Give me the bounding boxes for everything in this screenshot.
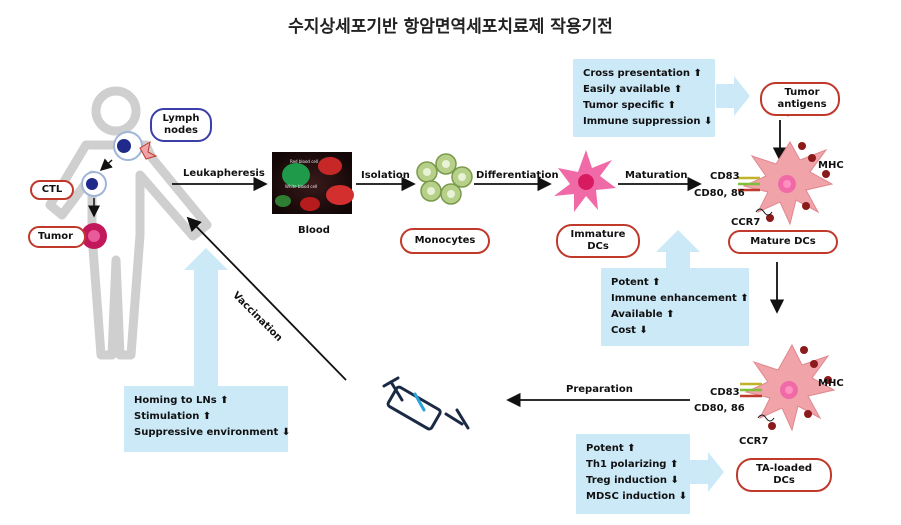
info-box-top-right-item: Tumor specific ⬆	[583, 100, 676, 111]
ccr7-top-label: CCR7	[731, 217, 761, 228]
mature-dcs-label: Mature DCs	[728, 230, 838, 254]
cd80-86-bottom-label: CD80, 86	[694, 403, 745, 414]
cd83-top-label: CD83	[710, 171, 740, 182]
ta-loaded-line-2: DCs	[773, 475, 795, 486]
mhc-top-label: MHC	[818, 160, 844, 171]
lymph-nodes-line-1: Lymph	[162, 113, 200, 124]
lymph-nodes-label: Lymph nodes	[150, 108, 212, 142]
lymph-to-ctl-arrow	[99, 158, 113, 172]
info-box-bottom-right-item: Treg induction ⬇	[586, 475, 679, 486]
preparation-label: Preparation	[566, 384, 633, 395]
ccr7-bottom-label: CCR7	[739, 436, 769, 447]
lymph-node-icon	[113, 131, 158, 161]
cd83-bottom-label: CD83	[710, 387, 740, 398]
blood-label: Blood	[298, 225, 330, 236]
ta-loaded-dc-icon	[740, 343, 836, 432]
tumor-cell-icon	[81, 223, 107, 249]
info-box-middle-item: Potent ⬆	[611, 277, 661, 288]
info-box-bottom-left: Homing to LNs ⬆ Stimulation ⬆ Suppressiv…	[124, 386, 291, 452]
diagram-title: 수지상세포기반 항암면역세포치료제 작용기전	[288, 17, 613, 37]
differentiation-label: Differentiation	[476, 170, 559, 181]
info-box-top-right-item: Cross presentation ⬆	[583, 68, 702, 79]
monocytes-label: Monocytes	[400, 228, 490, 254]
blood-image-caption-2: White blood cell	[285, 184, 317, 189]
tumor-antigens-line-1: Tumor	[784, 87, 820, 98]
immature-dcs-line-1: Immature	[570, 229, 626, 240]
info-box-bottom-right-item: MDSC induction ⬇	[586, 491, 688, 502]
info-box-top-right-item: Immune suppression ⬇	[583, 116, 713, 127]
leukapheresis-label: Leukapheresis	[183, 168, 265, 179]
mhc-bottom-label: MHC	[818, 378, 844, 389]
info-box-bottom-left-item: Suppressive environment ⬇	[134, 427, 291, 438]
info-box-bottom-left-item: Homing to LNs ⬆	[134, 395, 229, 406]
tumor-antigens-line-2: antigens	[777, 99, 827, 110]
monocytes-icon	[416, 153, 473, 205]
info-box-middle-item: Available ⬆	[611, 309, 675, 320]
immature-dc-icon	[554, 150, 616, 212]
info-box-middle: Potent ⬆ Immune enhancement ⬆ Available …	[601, 268, 749, 346]
immature-dcs-label: Immature DCs	[556, 224, 640, 258]
light-blue-arrows	[184, 76, 750, 492]
blood-image	[272, 152, 354, 214]
ta-loaded-dcs-label: TA-loaded DCs	[736, 458, 832, 492]
info-box-middle-item: Cost ⬇	[611, 325, 648, 336]
vaccination-arrow	[186, 216, 347, 381]
info-box-bottom-right-item: Th1 polarizing ⬆	[586, 459, 679, 470]
blood-image-caption-1: Red blood cell	[290, 159, 318, 164]
info-box-top-right-item: Easily available ⬆	[583, 84, 683, 95]
syringe-icon	[382, 376, 470, 431]
mature-dc-icon	[738, 141, 834, 226]
info-box-bottom-right: Potent ⬆ Th1 polarizing ⬆ Treg induction…	[576, 434, 690, 514]
tumor-antigens-label: Tumor antigens	[760, 82, 840, 116]
info-box-bottom-left-item: Stimulation ⬆	[134, 411, 212, 422]
info-box-bottom-right-item: Potent ⬆	[586, 443, 636, 454]
ctl-label: CTL	[30, 180, 74, 200]
tumor-label: Tumor	[28, 226, 86, 248]
isolation-label: Isolation	[361, 170, 410, 181]
ctl-cell-icon	[81, 171, 107, 197]
info-box-middle-item: Immune enhancement ⬆	[611, 293, 749, 304]
info-box-top-right: Cross presentation ⬆ Easily available ⬆ …	[573, 59, 715, 137]
immature-dcs-line-2: DCs	[587, 241, 609, 252]
ta-loaded-line-1: TA-loaded	[755, 463, 813, 474]
lymph-nodes-line-2: nodes	[164, 125, 198, 136]
maturation-label: Maturation	[625, 170, 688, 181]
cd80-86-top-label: CD80, 86	[694, 188, 745, 199]
